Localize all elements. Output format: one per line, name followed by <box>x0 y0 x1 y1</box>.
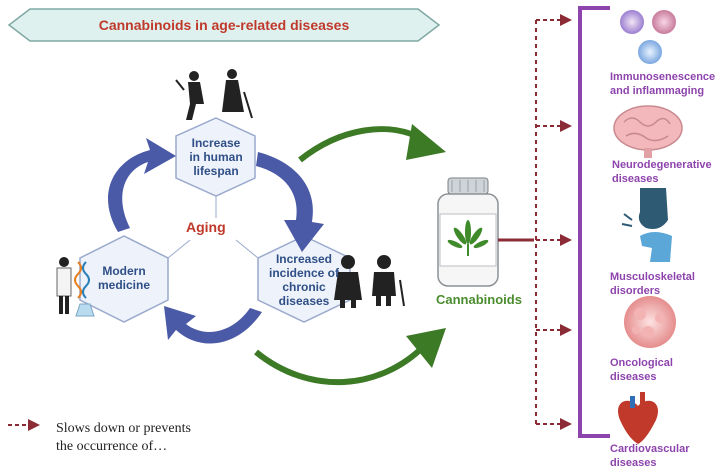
cycle-arrow-bottom <box>164 306 262 344</box>
label-line: Cardiovascular <box>610 443 690 455</box>
green-arrowhead-upper <box>406 124 446 160</box>
diagram-title: Cannabinoids in age-related diseases <box>98 17 350 33</box>
cycle-arrow-left <box>108 138 176 232</box>
label-line: Modern <box>102 264 146 278</box>
label-line: lifespan <box>193 164 239 178</box>
label-line: Immunosenescence <box>610 71 716 83</box>
node-modern-medicine-label: Modern medicine <box>80 264 168 292</box>
label-line: disorders <box>610 285 661 297</box>
legend-line: Slows down or prevents <box>56 421 191 436</box>
disease-neurodegenerative-label: Neurodegenerative diseases <box>612 158 712 186</box>
label-line: and inflammaging <box>610 85 705 97</box>
legend-line: the occurrence of… <box>56 439 168 454</box>
label-line: incidence of <box>268 266 339 280</box>
label-line: Increased <box>275 252 333 266</box>
label-line: Oncological <box>610 357 673 369</box>
cannabinoids-label: Cannabinoids <box>436 292 522 307</box>
disease-immunosenescence-label: Immunosenescence and inflammaging <box>610 70 715 98</box>
cycle-arrow-right <box>256 152 324 252</box>
disease-cardiovascular-label: Cardiovascular diseases <box>610 442 689 470</box>
immune-cells-icon <box>620 10 676 64</box>
label-line: diseases <box>610 457 657 469</box>
green-arrow-upper <box>298 126 426 163</box>
heart-icon <box>617 392 659 444</box>
label-line: Increase <box>191 136 241 150</box>
elderly-couple-icon <box>334 255 405 308</box>
connector-line <box>167 239 191 259</box>
green-arrowhead-lower <box>406 328 446 368</box>
title-banner <box>7 8 441 42</box>
knee-joint-icon <box>621 188 672 262</box>
cannabinoid-bottle-icon <box>437 177 499 287</box>
dancing-elderly-couple-icon <box>175 69 253 120</box>
aging-label: Aging <box>186 219 226 235</box>
label-line: chronic <box>282 280 326 294</box>
node-chronic-diseases-label: Increased incidence of chronic diseases <box>254 252 354 308</box>
label-line: Neurodegenerative <box>612 159 712 171</box>
node-lifespan-label: Increase in human lifespan <box>176 136 256 178</box>
brain-icon <box>613 105 683 158</box>
disease-oncological-label: Oncological diseases <box>610 356 673 384</box>
scientist-icon <box>56 257 95 317</box>
legend-text: Slows down or prevents the occurrence of… <box>56 420 256 456</box>
purple-bracket <box>578 6 610 438</box>
label-line: diseases <box>612 173 659 185</box>
label-line: Musculoskeletal <box>610 271 695 283</box>
label-line: medicine <box>97 278 151 292</box>
label-line: diseases <box>278 294 330 308</box>
cannabis-leaf-icon <box>447 220 489 256</box>
connector-line <box>235 239 259 259</box>
label-line: in human <box>189 150 243 164</box>
tumor-icon <box>624 296 676 348</box>
green-arrow-lower <box>254 343 427 386</box>
disease-musculoskeletal-label: Musculoskeletal disorders <box>610 270 695 298</box>
label-line: diseases <box>610 371 657 383</box>
